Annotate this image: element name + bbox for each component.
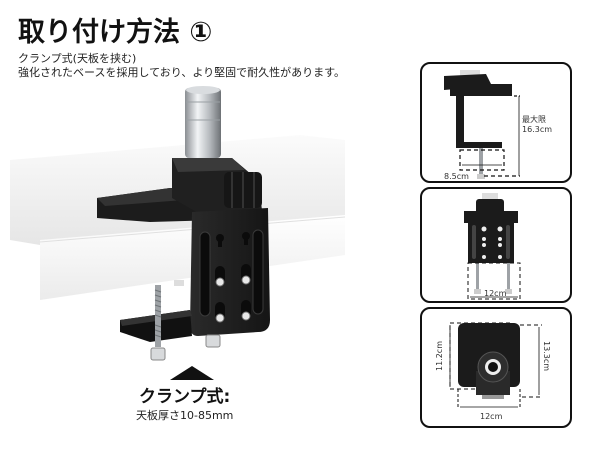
width-value: 12cm	[480, 412, 503, 421]
side-view-diagram: 最大限 16.3cm 8.5cm	[444, 70, 552, 181]
subtitle-description: 強化されたベースを採用しており、より堅固で耐久性があります。	[18, 66, 346, 79]
page-title: 取り付け方法 ①	[18, 17, 213, 48]
side-view-panel: 最大限 16.3cm 8.5cm	[420, 62, 572, 183]
front-view-diagram: 12cm	[464, 193, 521, 300]
front-view-panel: 12cm	[420, 187, 572, 303]
top-view-panel: 11.2cm 13.3cm 12cm	[420, 307, 572, 428]
depth-value: 8.5cm	[444, 172, 469, 181]
subtitle-mount-type: クランプ式(天板を挟む)	[18, 52, 137, 65]
max-height-value: 16.3cm	[522, 125, 552, 134]
up-triangle-icon	[170, 366, 214, 380]
max-label: 最大限	[522, 114, 546, 124]
desk-thickness-range: 天板厚さ10-85mm	[136, 409, 234, 422]
width-value: 12cm	[484, 289, 507, 298]
height-value: 11.2cm	[435, 341, 444, 371]
clamp-product-image	[0, 80, 360, 370]
depth-value: 13.3cm	[542, 341, 551, 371]
top-view-diagram: 11.2cm 13.3cm 12cm	[435, 322, 551, 421]
clamp-type-label: クランプ式:	[139, 387, 231, 407]
